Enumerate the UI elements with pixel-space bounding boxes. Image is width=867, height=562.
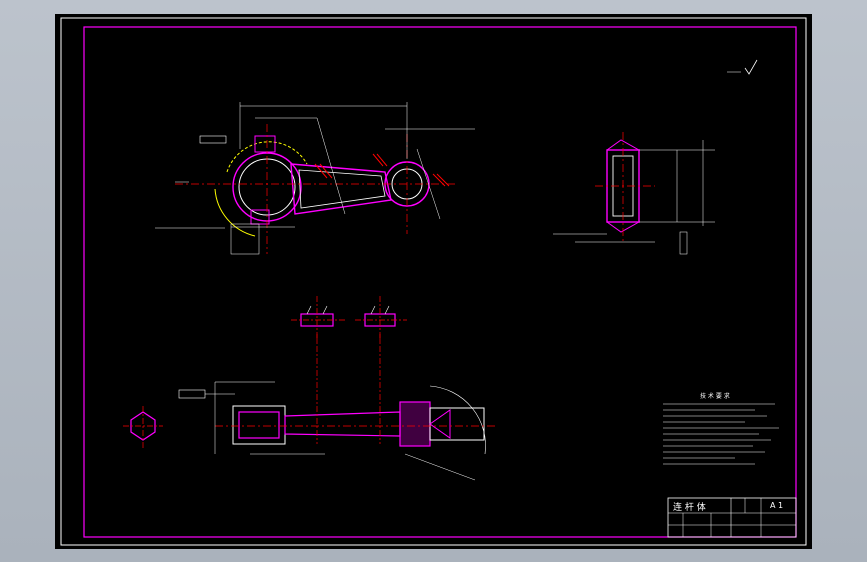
longitudinal-section-view [123,334,495,481]
technical-requirements-block: 技 术 要 求 [663,392,779,465]
roughness-symbol [727,59,758,75]
inner-frame [83,26,797,538]
drawing-sheet: 技 术 要 求 [55,14,812,549]
title-block: 连 杆 体 A 1 [667,497,797,538]
section-views-small [291,296,407,344]
outer-border [60,17,807,546]
drawing-canvas: 技 术 要 求 [60,17,807,546]
sheet-size: A 1 [770,501,783,510]
part-name: 连 杆 体 [673,501,706,513]
tech-req-heading: 技 术 要 求 [700,392,730,400]
main-view-connecting-rod [155,102,475,255]
side-view-section [553,132,715,255]
